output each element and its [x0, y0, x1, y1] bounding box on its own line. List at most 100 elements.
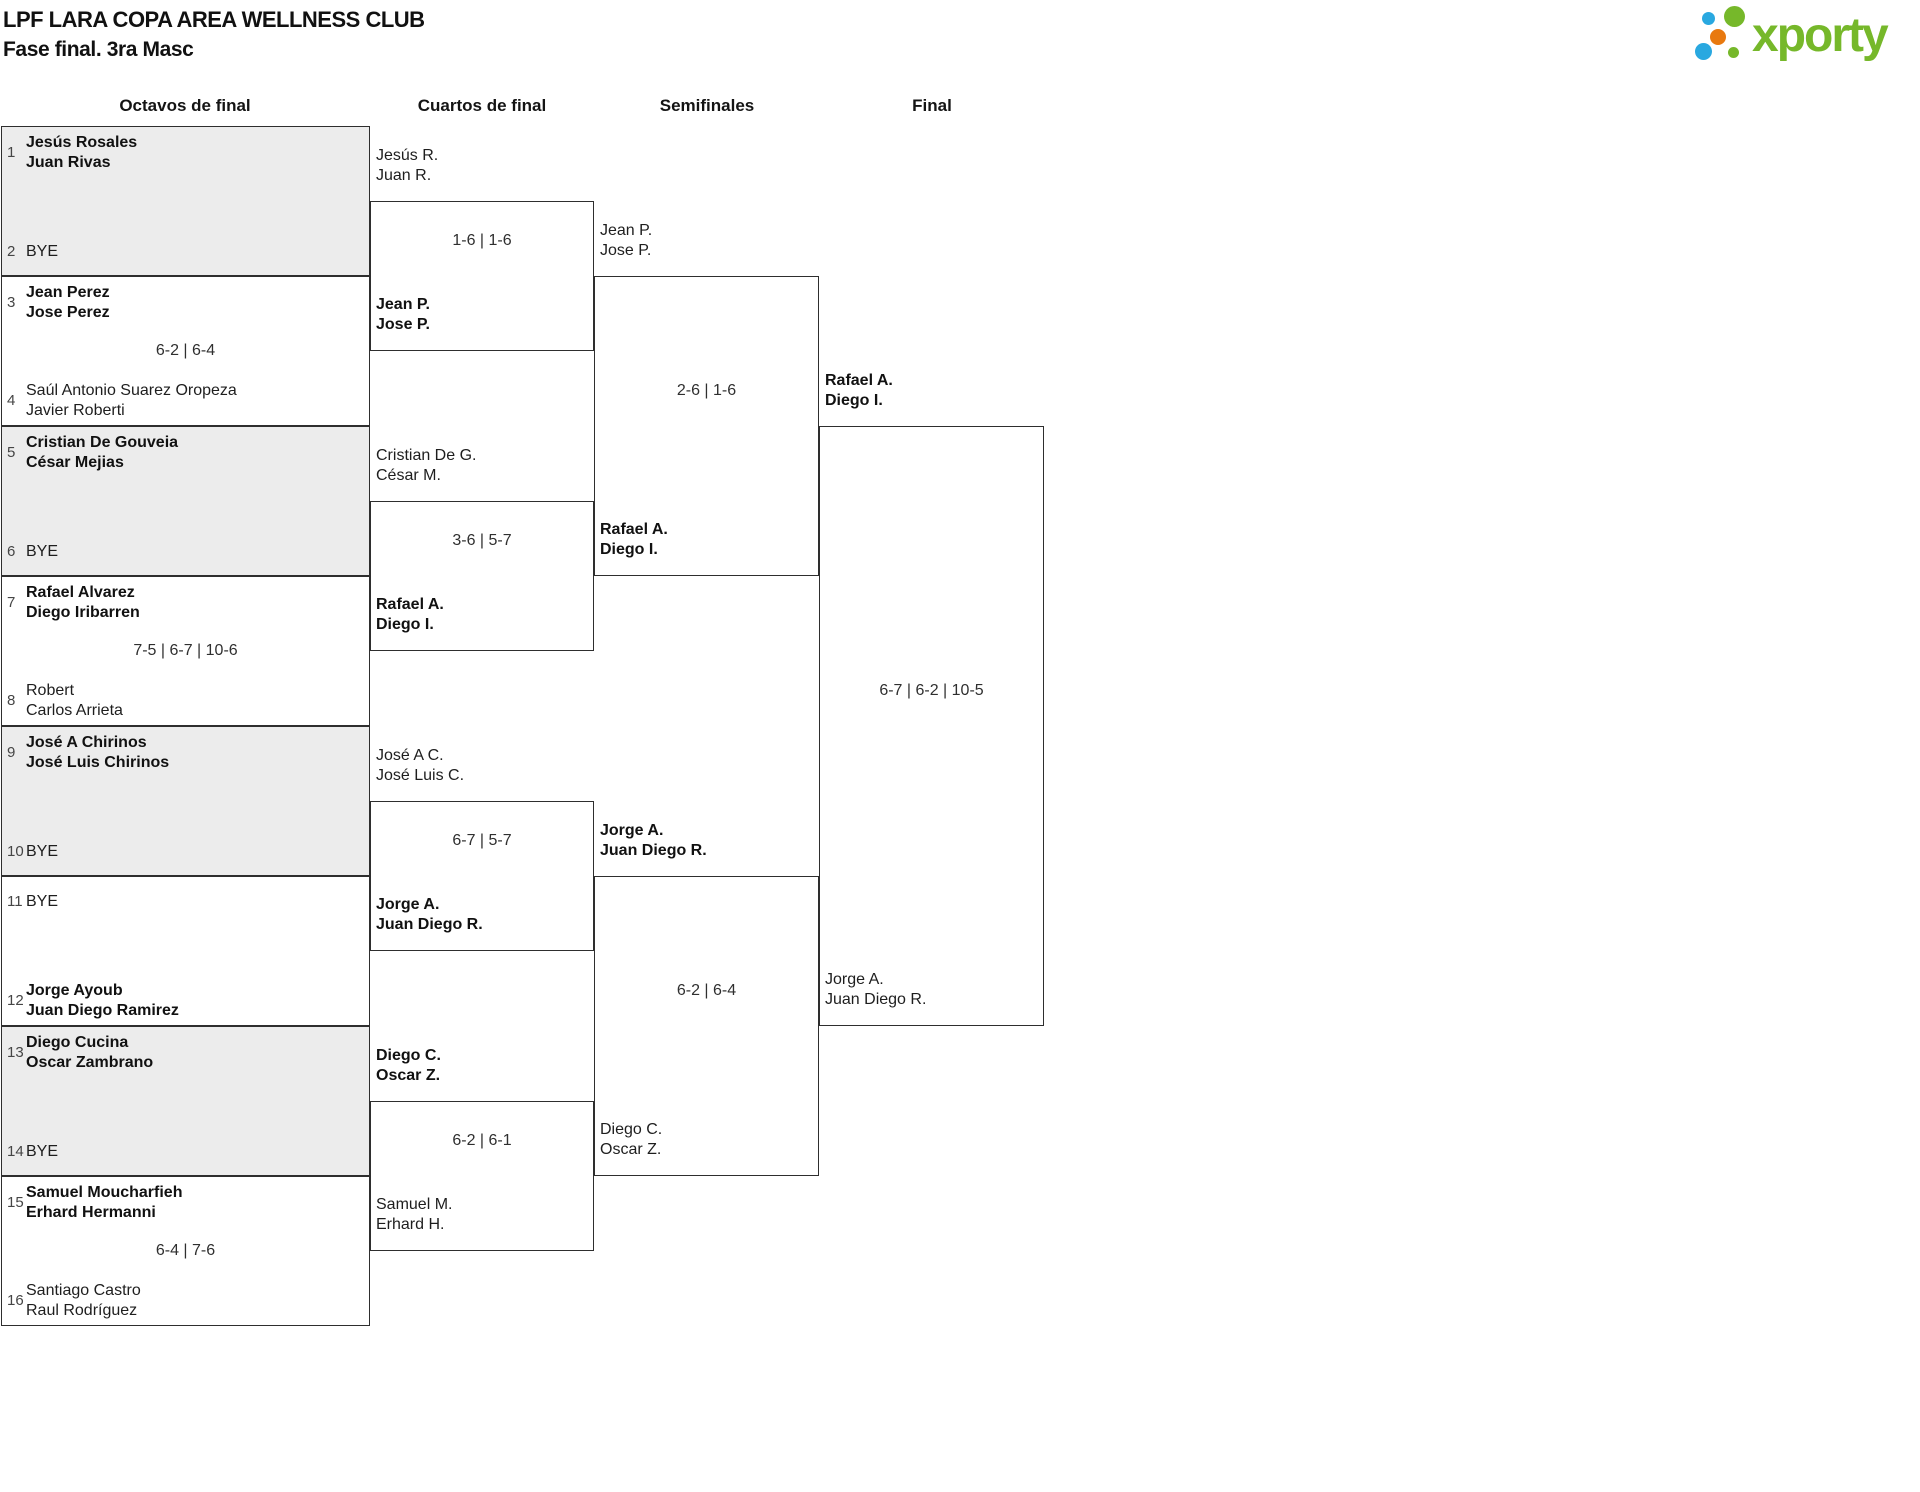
- cuartos-box-participant-bottom: Samuel M.Erhard H.: [376, 1195, 452, 1235]
- match-score: 1-6 | 1-6: [452, 232, 512, 249]
- cuartos-box-participant-top: Diego C. Oscar Z.: [376, 1046, 441, 1086]
- green-dot-icon: [1723, 5, 1745, 27]
- round-header-final: Final: [912, 96, 952, 115]
- team-name-line: BYE: [26, 243, 59, 260]
- semifinal-box: [594, 876, 819, 1176]
- match-score: 6-4 | 7-6: [155, 1242, 216, 1259]
- octavos-match-box: [1, 126, 370, 276]
- blue-dot-icon: [1694, 42, 1712, 60]
- final-box-participant-top: Rafael A. Diego I.: [825, 371, 893, 411]
- team-name-line: Robert: [26, 682, 75, 699]
- octavos-match-box: [1, 426, 370, 576]
- team-name-line: Cristian De Gouveia: [26, 434, 179, 451]
- octavos-match-box: [1, 1176, 370, 1326]
- seed-number: 16: [7, 1292, 24, 1309]
- final-box-participant-bottom: Jorge A. Juan Diego R.: [825, 970, 926, 1010]
- seed-number: 4: [7, 392, 16, 409]
- team-name-line: José Luis C.: [376, 767, 465, 784]
- octavos-match-box: [1, 726, 370, 876]
- seed-number: 12: [7, 992, 24, 1009]
- cuartos-box: [370, 1101, 594, 1251]
- seed-number: 10: [7, 843, 24, 860]
- final-box: [819, 426, 1044, 1026]
- team-name-line: Juan Diego R.: [825, 991, 927, 1008]
- team-name-line: Oscar Zambrano: [26, 1054, 154, 1071]
- match-score: 6-7 | 6-2 | 10-5: [879, 682, 984, 699]
- semifinal-box-participant-top: Jorge A.Juan Diego R.: [600, 821, 707, 861]
- team-name-line: Jean Perez: [26, 284, 110, 301]
- team-name-line: BYE: [26, 893, 59, 910]
- team-name-line: BYE: [26, 1143, 59, 1160]
- match-score: 2-6 | 1-6: [676, 382, 737, 399]
- semifinal-box: [594, 276, 819, 576]
- team-name-line: Erhard Hermanni: [26, 1204, 156, 1221]
- match-score: 6-2 | 6-4: [155, 342, 216, 359]
- team-name-line: Rafael A.: [376, 596, 444, 613]
- cuartos-box: [370, 501, 594, 651]
- team-name-line: BYE: [26, 843, 59, 860]
- seed-number: 6: [7, 543, 16, 560]
- octavos-team-bottom: BYE: [26, 842, 58, 862]
- team-name-line: Diego Iribarren: [26, 604, 140, 621]
- team-name-line: Samuel M.: [376, 1196, 453, 1213]
- team-name-line: Jean P.: [376, 296, 430, 313]
- team-name-line: Rafael Alvarez: [26, 584, 135, 601]
- team-name-line: Oscar Z.: [600, 1141, 662, 1158]
- cuartos-box-participant-bottom: Jean P. Jose P.: [376, 295, 430, 335]
- octavos-team-bottom: BYE: [26, 242, 58, 262]
- orange-dot-icon: [1710, 29, 1726, 45]
- seed-number: 3: [7, 294, 16, 311]
- semifinal-box-participant-bottom: Rafael A.Diego I.: [600, 520, 668, 560]
- match-score: 7-5 | 6-7 | 10-6: [133, 642, 238, 659]
- team-name-line: Jorge A.: [376, 896, 440, 913]
- seed-number: 8: [7, 692, 16, 709]
- team-name-line: Juan Diego R.: [600, 842, 707, 859]
- match-score: 6-2 | 6-4: [676, 982, 737, 999]
- seed-number: 9: [7, 744, 16, 761]
- team-name-line: Saúl Antonio Suarez Oropeza: [26, 382, 237, 399]
- match-score: 3-6 | 5-7: [452, 532, 512, 549]
- team-name-line: Jean P.: [600, 222, 653, 239]
- team-name-line: Oscar Z.: [376, 1067, 441, 1084]
- seed-number: 14: [7, 1143, 24, 1160]
- cuartos-box: [370, 801, 594, 951]
- seed-number: 7: [7, 594, 16, 611]
- team-name-line: Rafael A.: [825, 372, 893, 389]
- seed-number: 1: [7, 144, 16, 161]
- page-subtitle: Fase final. 3ra Masc: [3, 38, 194, 61]
- team-name-line: Jose Perez: [26, 304, 110, 321]
- team-name-line: Juan R.: [376, 167, 432, 184]
- cuartos-box-participant-top: José A C.José Luis C.: [376, 746, 464, 786]
- team-name-line: Diego C.: [376, 1047, 441, 1064]
- team-name-line: Jose P.: [600, 242, 652, 259]
- seed-number: 2: [7, 243, 16, 260]
- octavos-match-box: [1, 1026, 370, 1176]
- cuartos-box-participant-bottom: Jorge A.Juan Diego R.: [376, 895, 483, 935]
- team-name-line: Diego Cucina: [26, 1034, 129, 1051]
- team-name-line: Diego I.: [825, 392, 883, 409]
- team-name-line: Samuel Moucharfieh: [26, 1184, 183, 1201]
- semifinal-box-participant-bottom: Diego C.Oscar Z.: [600, 1120, 662, 1160]
- team-name-line: Jose P.: [376, 316, 430, 333]
- semifinal-box-participant-top: Jean P. Jose P.: [600, 221, 652, 261]
- seed-number: 15: [7, 1194, 24, 1211]
- team-name-line: Jorge A.: [825, 971, 884, 988]
- team-name-line: César Mejias: [26, 454, 124, 471]
- cuartos-box-participant-top: Jesús R.Juan R.: [376, 146, 438, 186]
- octavos-team-top: BYE: [26, 892, 58, 912]
- team-name-line: Diego I.: [376, 616, 434, 633]
- team-name-line: Javier Roberti: [26, 402, 125, 419]
- match-score: 6-2 | 6-1: [452, 1132, 512, 1149]
- team-name-line: Rafael A.: [600, 521, 668, 538]
- xporty-logo: xporty: [1690, 0, 1920, 70]
